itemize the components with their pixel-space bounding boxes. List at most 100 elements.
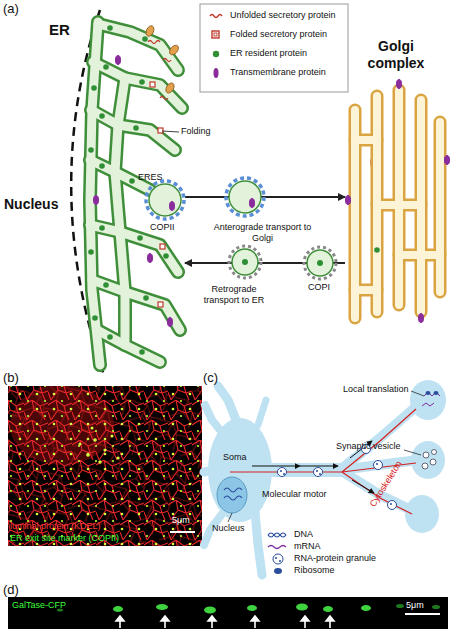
er-resident-protein <box>139 79 145 85</box>
cell-legend-symbols <box>268 546 286 549</box>
legend-box <box>200 4 348 92</box>
motor-arrows <box>252 466 300 467</box>
cell-legend-symbols <box>275 557 277 559</box>
legend-entry: mRNA <box>294 541 321 552</box>
micrograph-golgi <box>432 605 440 609</box>
granule-dots <box>319 473 321 475</box>
cell-legend-symbols <box>268 533 286 537</box>
transmembrane-protein <box>148 254 153 263</box>
copii-vesicle <box>146 178 264 219</box>
er-resident-protein <box>92 315 98 321</box>
micrograph-er <box>103 448 106 451</box>
copi-vesicle <box>229 246 261 278</box>
er-resident-protein <box>107 334 113 340</box>
micrograph-er <box>91 427 94 430</box>
copi-vesicle <box>304 247 336 279</box>
micrograph-golgi <box>116 616 124 621</box>
annotation: Local translation <box>343 384 409 395</box>
annotation: luminal protein (KDEL) <box>10 521 101 532</box>
micrograph-er <box>98 460 101 463</box>
annotation: Soma <box>223 452 247 463</box>
er-network <box>90 22 182 365</box>
synaptic-vesicle <box>404 450 437 470</box>
local-translation <box>422 403 434 406</box>
annotation: Molecular motor <box>262 489 327 500</box>
micrograph-golgi <box>8 597 448 629</box>
granule-dots <box>283 473 285 475</box>
granule-dots <box>390 503 392 505</box>
cell-legend-symbols <box>268 533 286 574</box>
er-resident-protein <box>88 249 94 255</box>
er-resident-protein <box>107 25 113 31</box>
transport-label: Anterograde transport to Golgi <box>210 222 315 244</box>
granule-dots <box>280 470 282 472</box>
legend-entry: DNA <box>294 529 313 540</box>
neuron-body <box>255 512 262 575</box>
micrograph-er <box>170 531 195 533</box>
micrograph-er <box>79 443 82 446</box>
legend-box <box>212 31 219 38</box>
legend-text: mRNA <box>294 541 321 551</box>
legend-text: Unfolded secretory protein <box>230 10 336 20</box>
micrograph-golgi <box>57 604 440 612</box>
annotation: ER exit site marker (COPII) <box>10 533 119 544</box>
unfolded-protein <box>148 41 160 44</box>
annotation: Cytoskeleton <box>368 459 405 509</box>
micrograph-golgi <box>301 616 309 621</box>
micrograph-er <box>86 453 90 457</box>
micrograph-golgi <box>361 605 371 611</box>
legend-box <box>213 51 219 57</box>
micrograph-golgi <box>8 597 448 629</box>
annotation: COPI <box>308 282 330 293</box>
synaptic-vesicle <box>432 450 437 455</box>
unfolded-protein <box>160 97 168 100</box>
legend-entry: ER resident protein <box>230 48 307 59</box>
neuron-nucleus <box>217 477 247 522</box>
micrograph-golgi <box>208 616 216 621</box>
legend-text: RNA-protein granule <box>294 553 376 563</box>
panel-letter: (a) <box>3 1 19 17</box>
er-resident-protein <box>137 235 143 241</box>
neuron-body <box>204 380 446 575</box>
granule-dots <box>376 463 378 465</box>
folded-protein <box>158 128 163 133</box>
legend-entry: Unfolded secretory protein <box>230 10 336 21</box>
panel-letter: (d) <box>3 582 19 598</box>
legend-text: Transmembrane protein <box>230 67 326 77</box>
legend-entry: Folded secretory protein <box>230 29 327 40</box>
transmembrane-protein <box>346 196 351 205</box>
transmembrane-protein <box>94 56 450 327</box>
micrograph-er <box>79 427 120 464</box>
motor-arrows <box>352 480 374 493</box>
annotation: Nucleus <box>212 523 245 534</box>
copi-vesicle <box>317 260 323 266</box>
transmembrane-protein <box>397 80 402 89</box>
ribosome <box>145 25 156 38</box>
cytoskeleton <box>342 409 416 472</box>
legend-text: Ribosome <box>294 565 335 575</box>
micrograph-golgi <box>326 616 334 621</box>
golgi-stack <box>355 90 440 318</box>
legend-box <box>200 4 348 92</box>
copi-vesicle <box>307 250 333 276</box>
er-resident-protein <box>129 178 135 184</box>
legend-box <box>214 68 219 78</box>
annotation: 5μm <box>172 515 190 526</box>
local-translation <box>424 392 440 396</box>
panel-letter: (b) <box>3 370 19 386</box>
annotation: ERES <box>138 172 163 183</box>
neuron-nucleus <box>217 477 247 513</box>
annotation: Synaptic vesicle <box>336 441 401 452</box>
folded-protein <box>150 82 155 87</box>
er-resident-protein <box>143 295 149 301</box>
region-heading: ER <box>49 21 70 39</box>
er-resident-protein <box>163 253 169 259</box>
cell-legend-symbols <box>279 560 281 562</box>
transmembrane-protein <box>116 56 121 65</box>
rna-granule <box>388 501 397 510</box>
er-resident-protein <box>139 349 145 355</box>
unfolded-protein <box>163 59 171 62</box>
neuron-body <box>411 441 445 479</box>
golgi-stack <box>355 90 440 318</box>
